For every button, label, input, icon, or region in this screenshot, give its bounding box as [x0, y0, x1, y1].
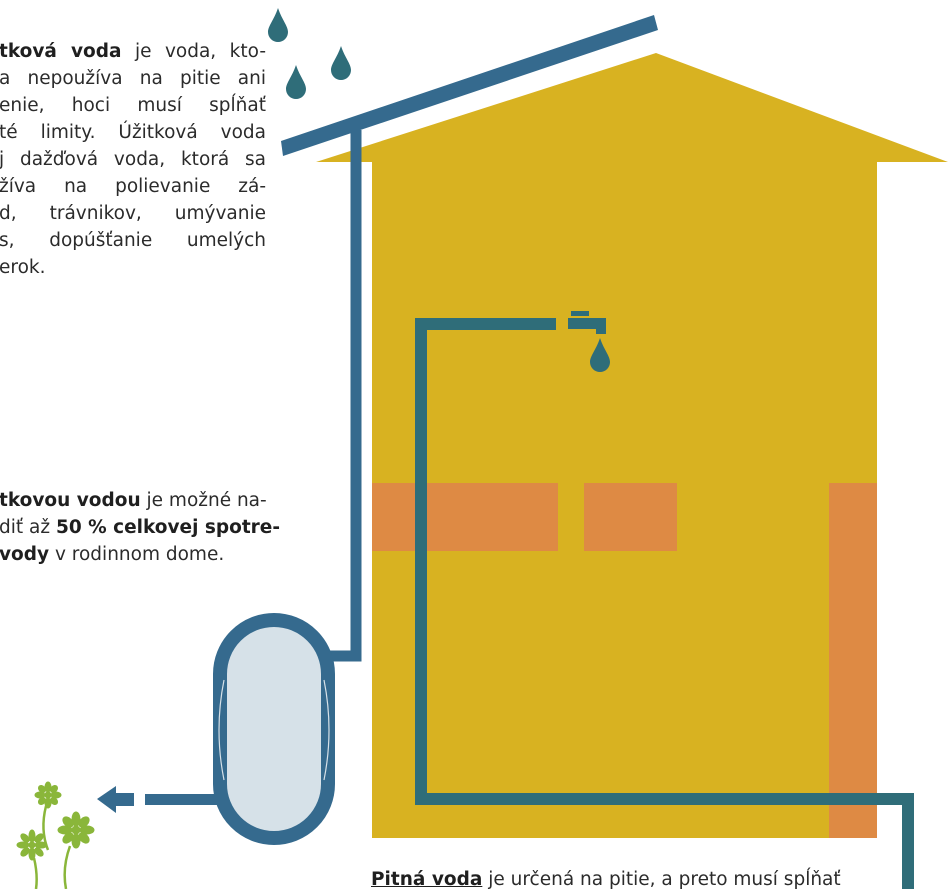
text-line: té limity. Úžitková voda [0, 122, 266, 143]
text-bold: vody [0, 544, 50, 565]
text-bold: 50 % celkovej spotre- [55, 517, 281, 538]
faucet-icon [568, 311, 606, 334]
tank-seam-right [323, 679, 330, 781]
window-left [372, 483, 558, 551]
text-line: enie, hoci musí spĺňať [0, 95, 266, 116]
text-rest: je určená na pitie, a preto musí spĺňať [482, 869, 841, 890]
text-savings: tkovou vodou je možné na- diť až 50 % ce… [0, 487, 281, 568]
text-rest: v rodinnom dome. [49, 544, 225, 565]
water-tank [213, 613, 335, 845]
raindrop-icon [590, 338, 610, 372]
text-bold: Pitná voda [371, 869, 483, 890]
raindrop-icon [286, 65, 306, 99]
text-bold: tkovou vodou [0, 490, 141, 511]
text-rest: je možné na- [140, 490, 267, 511]
text-line: erok. [0, 257, 46, 278]
text-line: d, trávnikov, umývanie [0, 203, 266, 224]
text-rest: je voda, kto- [121, 41, 266, 62]
door-right [829, 483, 877, 838]
raindrop-icon [331, 46, 351, 80]
house-roof [316, 53, 948, 162]
text-line: tkovou vodou je možné na- [0, 487, 279, 514]
text-line: tková voda je voda, kto- [0, 38, 266, 65]
gutter-pipe [281, 15, 658, 156]
text-line: diť až 50 % celkovej spotre- [0, 514, 281, 541]
text-rest: diť až [0, 517, 56, 538]
text-line: žíva na polievanie zá- [0, 176, 266, 197]
text-line: a nepoužíva na pitie ani [0, 68, 266, 89]
window-middle [584, 483, 677, 551]
drinking-water-pipe [415, 318, 914, 889]
text-line: s, dopúšťanie umelých [0, 230, 266, 251]
arrow-left-icon [97, 786, 134, 813]
text-line: j dažďová voda, ktorá sa [0, 149, 266, 170]
text-utility-water: tková voda je voda, kto- a nepoužíva na … [0, 38, 266, 281]
text-line: vody v rodinnom dome. [0, 541, 279, 568]
tank-seam-left [218, 679, 225, 781]
text-bold: tková voda [0, 41, 122, 62]
text-drinking-water: Pitná voda je určená na pitie, a preto m… [371, 866, 841, 893]
downpipe [318, 130, 362, 662]
raindrop-icon [268, 8, 288, 42]
flower-icon [16, 781, 95, 889]
outlet-pipe [145, 794, 223, 805]
